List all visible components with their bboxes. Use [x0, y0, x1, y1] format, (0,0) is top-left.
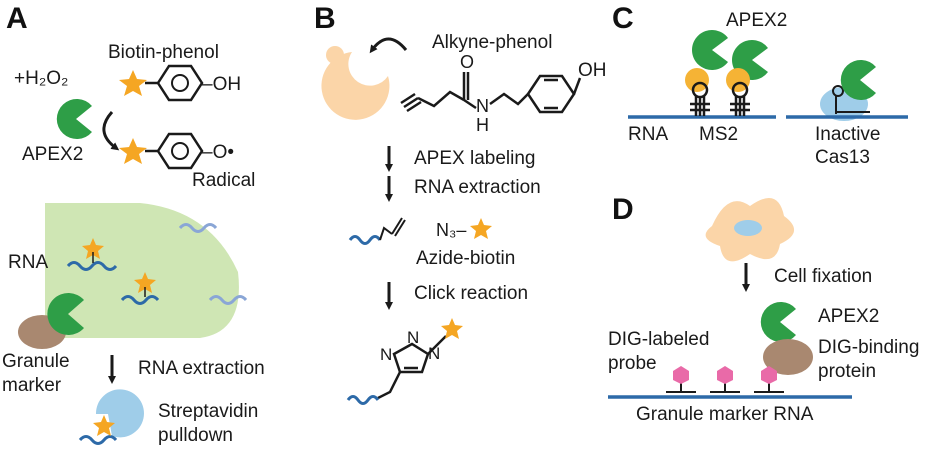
dig-probe-1	[666, 366, 696, 393]
biotin-star-icon	[93, 415, 115, 436]
dig-binding-label-1: DIG-binding	[818, 337, 919, 358]
panel-b: B Alkyne-phenol O N H OH APEX labeling	[314, 2, 607, 405]
o-radical-label: –O•	[202, 142, 234, 163]
panel-c: C APEX2 RNA MS2 Inactiv	[612, 2, 908, 168]
streptavidin-label-2: pulldown	[158, 425, 233, 446]
benzene-ring-icon	[156, 132, 204, 170]
aromatic-circle-icon	[171, 142, 189, 160]
streptavidin-label-1: Streptavidin	[158, 401, 258, 422]
triazole-n-label: N	[380, 345, 392, 364]
dig-tag-icon	[673, 366, 689, 384]
cell-icon	[321, 52, 390, 120]
rna-strand-icon	[66, 261, 118, 271]
apex2-enzyme-icon	[760, 302, 796, 343]
dig-probe-label-1: DIG-labeled	[608, 329, 709, 350]
biotin-star-icon	[82, 238, 104, 259]
apex2-enzyme-icon	[56, 98, 92, 139]
apex2-enzyme-icon	[692, 30, 728, 71]
dig-probe-2	[710, 366, 740, 393]
granule-marker-label-1: Granule	[2, 351, 70, 372]
click-reaction-label: Click reaction	[414, 283, 528, 304]
carbonyl-o-label: O	[460, 52, 474, 72]
guide-rna-icon	[832, 85, 870, 114]
alkyne-tag-icon	[379, 217, 406, 241]
dig-probe-label-2: probe	[608, 353, 657, 374]
curved-arrow-icon	[369, 37, 408, 54]
oh-label: –OH	[202, 74, 241, 95]
apex2-label: APEX2	[818, 306, 879, 327]
alkyne-phenol-structure	[400, 72, 582, 114]
rna-strand-icon	[120, 295, 160, 305]
dig-binding-protein-icon	[763, 339, 813, 375]
streptavidin-bead-icon	[95, 389, 144, 438]
panel-letter-a: A	[6, 2, 28, 35]
biotin-star-icon	[119, 70, 147, 96]
rna-strand-icon	[346, 395, 380, 405]
reaction-arrow-icon	[102, 110, 120, 151]
dig-tag-icon	[717, 366, 733, 384]
rna-strand-icon	[348, 235, 382, 245]
alkyne-phenol-label: Alkyne-phenol	[432, 32, 552, 53]
cell-bleb-icon	[326, 46, 344, 64]
panel-letter-d: D	[612, 193, 634, 226]
panel-letter-c: C	[612, 2, 634, 35]
h2o2-label: +H₂O₂	[14, 68, 68, 89]
cell-fixation-label: Cell fixation	[774, 266, 872, 287]
phenol-oh-label: OH	[578, 60, 607, 81]
biotin-star-icon	[470, 218, 492, 239]
panel-letter-b: B	[314, 2, 336, 35]
ms2-label: MS2	[699, 124, 738, 145]
unlabeled-rna-icon	[178, 223, 218, 233]
biotin-star-icon	[441, 318, 463, 339]
aromatic-circle-icon	[171, 74, 189, 92]
dig-binding-label-2: protein	[818, 361, 876, 382]
radical-label: Radical	[192, 170, 255, 191]
ms2-coat-protein-icon	[685, 68, 709, 92]
inactive-cas13-label-1: Inactive	[815, 124, 880, 145]
dig-probe-3	[754, 366, 784, 393]
biotin-star-icon	[119, 138, 147, 164]
azide-biotin-label: Azide-biotin	[416, 248, 515, 269]
panel-a: A +H₂O₂ Biotin-phenol –OH APEX2 –O• Radi…	[2, 2, 265, 446]
triazole-n-label: N	[407, 328, 419, 347]
dig-tag-icon	[761, 366, 777, 384]
nucleus-icon	[734, 220, 762, 236]
biotin-star-icon	[134, 272, 156, 293]
amide-h-label: H	[476, 115, 489, 135]
biotin-phenol-label: Biotin-phenol	[108, 42, 219, 63]
granule-marker-rna-label: Granule marker RNA	[636, 404, 814, 425]
apex2-label: APEX2	[22, 144, 83, 165]
ms2-hairpin-icon	[730, 81, 750, 116]
n3-label: N₃–	[436, 220, 466, 240]
apex-labeling-label: APEX labeling	[414, 148, 535, 169]
rna-strand-icon	[78, 435, 118, 445]
triazole-structure	[377, 335, 447, 400]
ms2-hairpin-icon	[690, 81, 710, 116]
inactive-cas13-label-2: Cas13	[815, 147, 870, 168]
rna-extraction-label: RNA extraction	[414, 177, 541, 198]
benzene-ring-icon	[156, 64, 204, 102]
granule-region	[45, 203, 239, 338]
unlabeled-rna-icon	[208, 295, 248, 305]
apex2-enzyme-icon	[840, 60, 876, 100]
apex2-enzyme-icon	[47, 293, 84, 335]
triazole-n-label: N	[428, 344, 440, 363]
ms2-coat-protein-icon	[726, 68, 750, 92]
rna-label: RNA	[8, 252, 48, 273]
apex2-label: APEX2	[726, 10, 787, 31]
panel-d: D Cell fixation APEX2 DIG-binding protei…	[608, 193, 919, 425]
granule-marker-label-2: marker	[2, 375, 62, 396]
rna-extraction-label: RNA extraction	[138, 358, 265, 379]
amide-n-label: N	[476, 96, 489, 116]
rna-label: RNA	[628, 124, 668, 145]
